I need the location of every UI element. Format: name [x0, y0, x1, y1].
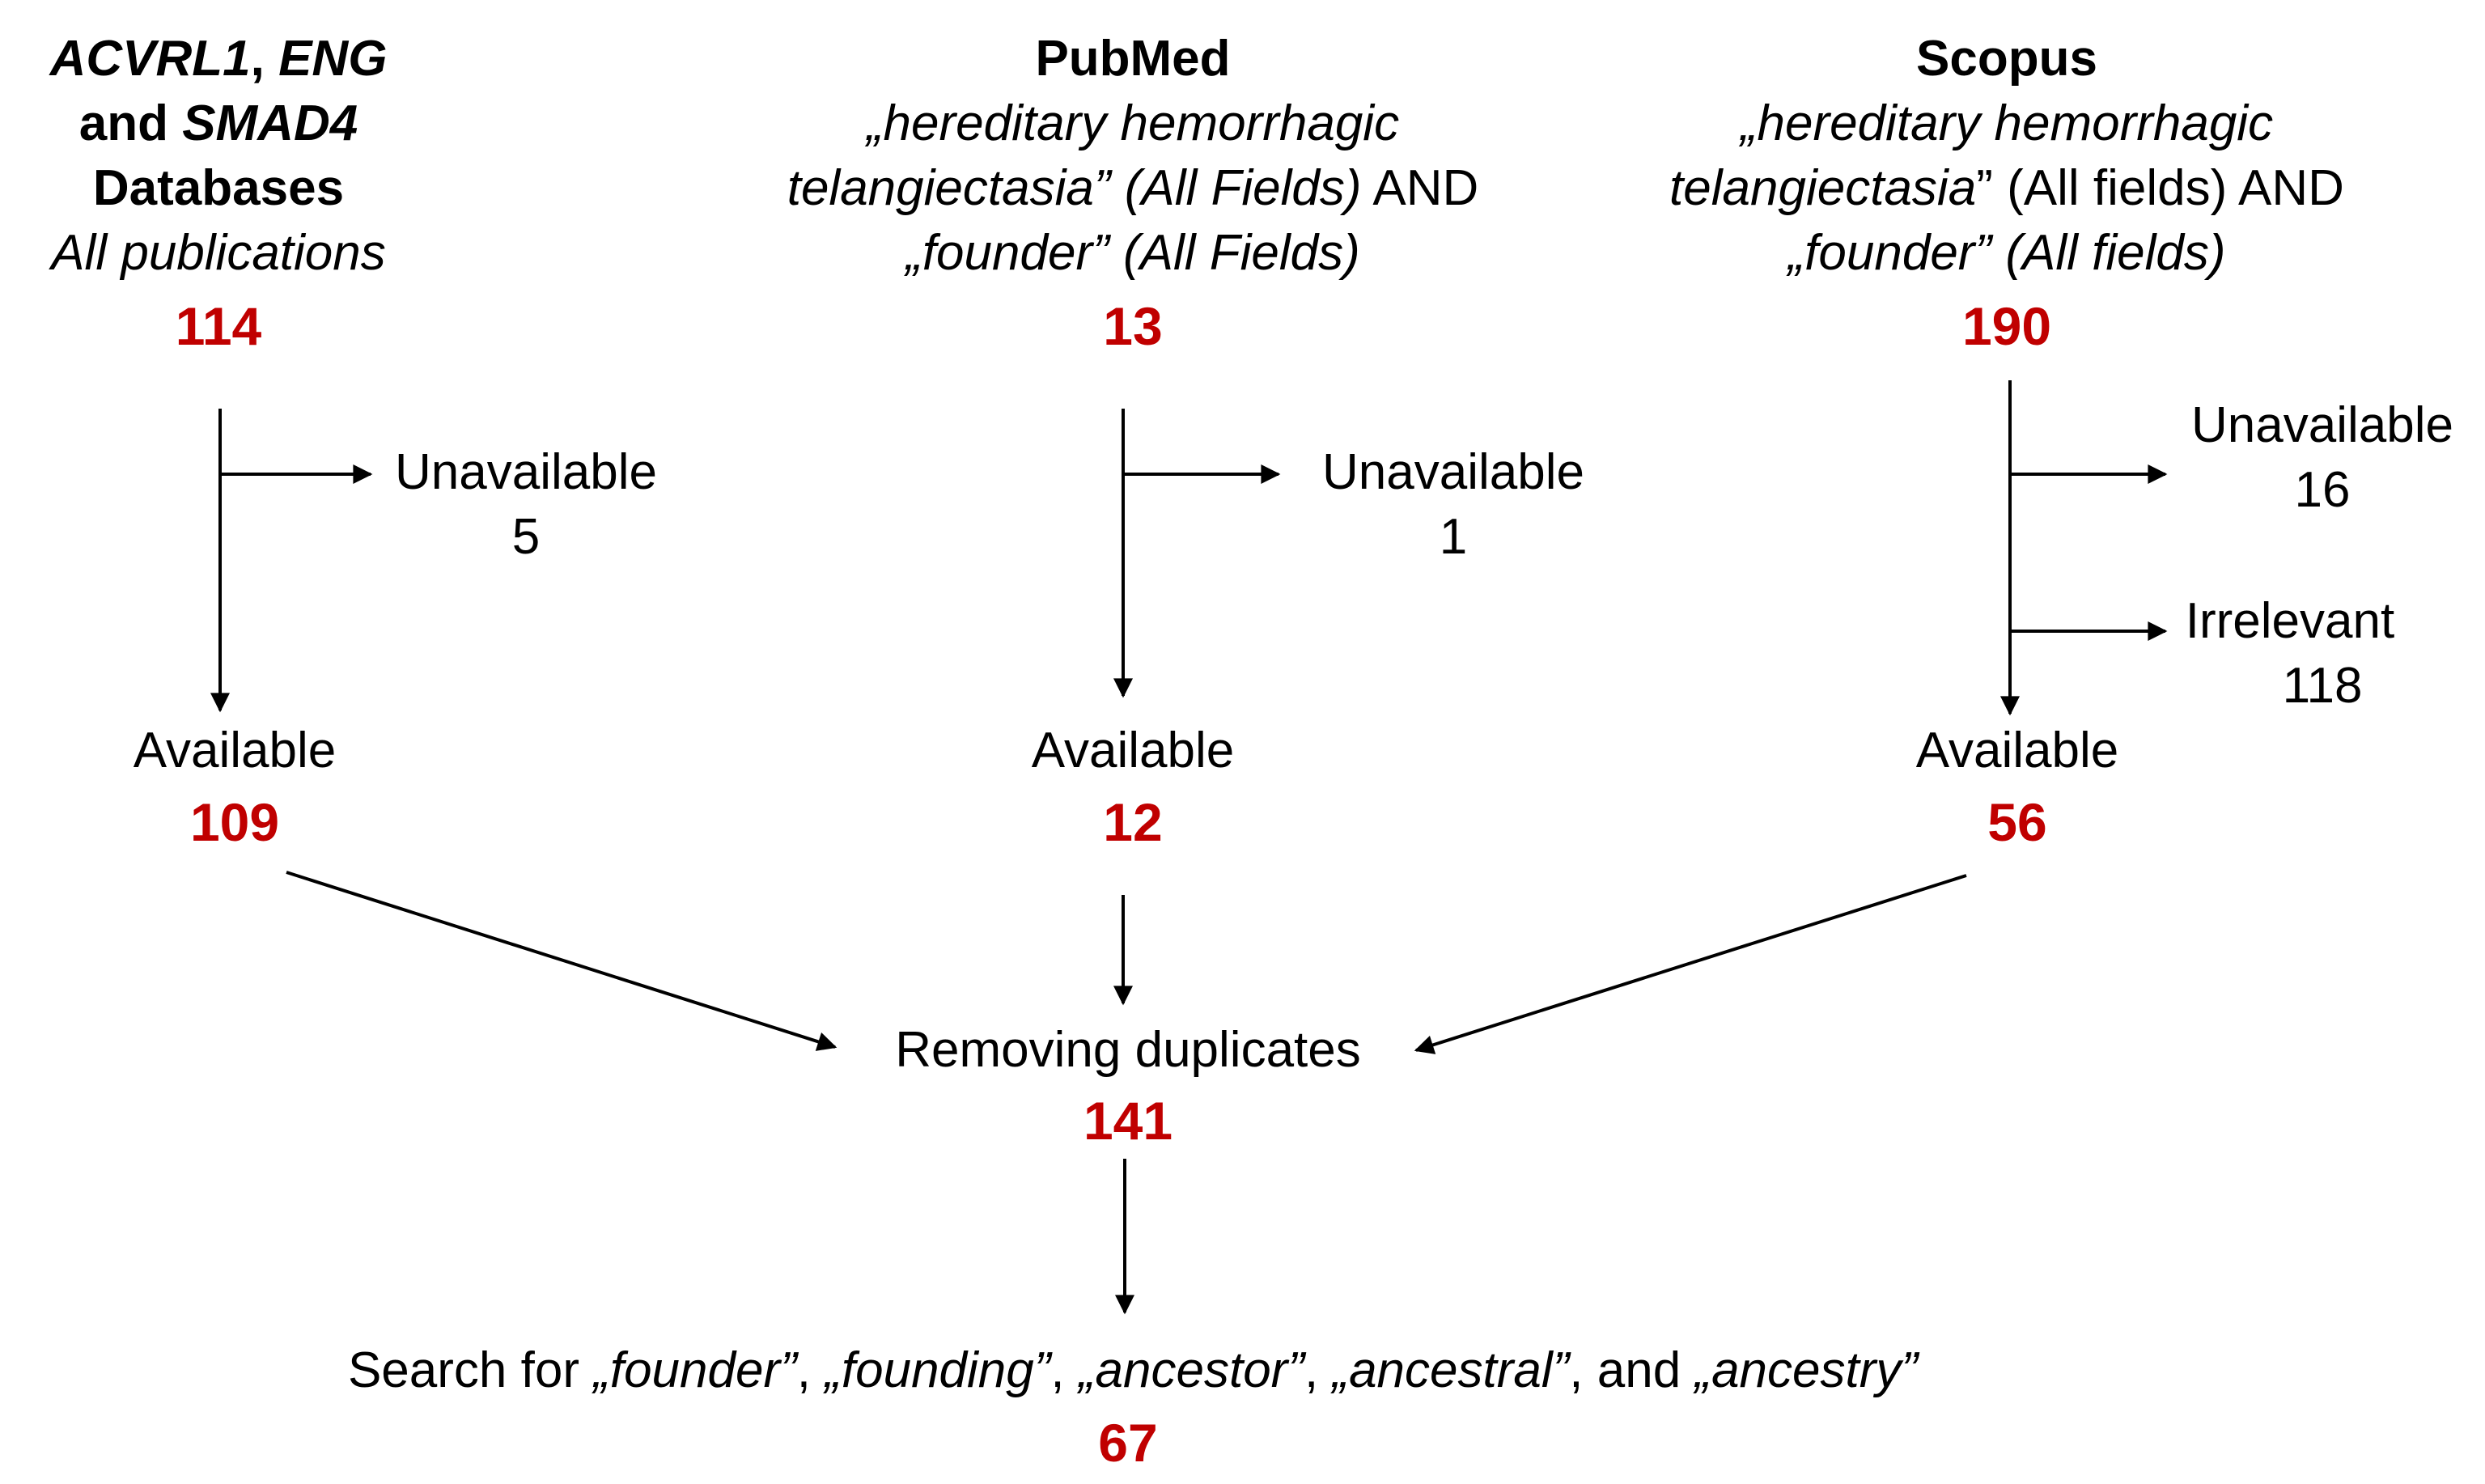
scopus-unavailable-count: 16	[2294, 462, 2351, 518]
databases-title-line2: and SMAD4	[0, 91, 437, 156]
db-available-count: 109	[189, 792, 280, 852]
db-to-dedup-arrow	[286, 871, 838, 1051]
pubmed-available-count: 12	[1103, 792, 1163, 852]
pubmed-count: 13	[1103, 296, 1163, 356]
final-count: 67	[1098, 1413, 1158, 1473]
scopus-query-line2-op: ” (All fields) AND	[1976, 160, 2344, 216]
pubmed-unavailable-label: Unavailable	[1322, 444, 1584, 500]
scopus-available-label: Available	[1915, 723, 2119, 778]
databases-count: 114	[175, 296, 262, 356]
scopus-to-dedup-arrow	[1414, 874, 1967, 1054]
scopus-query-line2-term: telangiectasia	[1669, 160, 1977, 216]
scopus-query-line2: telangiectasia” (All fields) AND	[1521, 156, 2485, 221]
final-prefix: Search for	[347, 1342, 594, 1398]
scopus-title: Scopus	[1916, 31, 2097, 87]
term-ancestral: „ancestral”	[1332, 1342, 1570, 1398]
databases-title-line3: Databases	[92, 160, 345, 216]
title-separator: ,	[250, 31, 279, 87]
databases-query: All publications	[51, 225, 386, 281]
pubmed-query-line2-op: AND	[1361, 160, 1479, 216]
pubmed-query-line2-term: telangiectasia” (All Fields)	[787, 160, 1362, 216]
sep-1: ,	[796, 1342, 825, 1398]
dedup-label: Removing duplicates	[895, 1022, 1361, 1078]
sep-2: ,	[1050, 1342, 1079, 1398]
gene-smad4: SMAD4	[182, 95, 358, 151]
final-search-terms: Search for „founder”, „founding”, „ances…	[162, 1338, 2104, 1403]
scopus-irrelevant-label: Irrelevant	[2185, 593, 2395, 649]
pubmed-unavailable-count: 1	[1439, 509, 1468, 565]
term-ancestry: „ancestry”	[1694, 1342, 1919, 1398]
pubmed-title: PubMed	[1035, 31, 1231, 87]
pubmed-query-line2: telangiectasia” (All Fields) AND	[647, 156, 1618, 221]
gene-eng: ENG	[278, 31, 388, 87]
pubmed-query-line3: „founder” (All Fields)	[905, 225, 1360, 281]
db-available-label: Available	[133, 723, 337, 778]
pubmed-available-label: Available	[1031, 723, 1235, 778]
term-founding: „founding”	[825, 1342, 1051, 1398]
title-and: and	[78, 95, 183, 151]
scopus-query-line1: „hereditary hemorrhagic	[1740, 95, 2274, 151]
scopus-query-line3: „founder” (All fields)	[1787, 225, 2226, 281]
pubmed-query-line1: „hereditary hemorrhagic	[866, 95, 1400, 151]
scopus-unavailable-label: Unavailable	[2191, 397, 2453, 453]
dedup-count: 141	[1083, 1091, 1173, 1151]
db-unavailable-count: 5	[511, 509, 541, 565]
db-unavailable-label: Unavailable	[395, 444, 657, 500]
sep-4: , and	[1569, 1342, 1695, 1398]
scopus-irrelevant-count: 118	[2282, 658, 2363, 714]
scopus-count: 190	[1961, 296, 2052, 356]
databases-title-line1: ACVRL1, ENG	[0, 27, 437, 91]
gene-acvrl1: ACVRL1	[49, 31, 251, 87]
sep-3: ,	[1304, 1342, 1333, 1398]
term-ancestor: „ancestor”	[1078, 1342, 1304, 1398]
scopus-available-count: 56	[1987, 792, 2047, 852]
term-founder: „founder”	[593, 1342, 797, 1398]
